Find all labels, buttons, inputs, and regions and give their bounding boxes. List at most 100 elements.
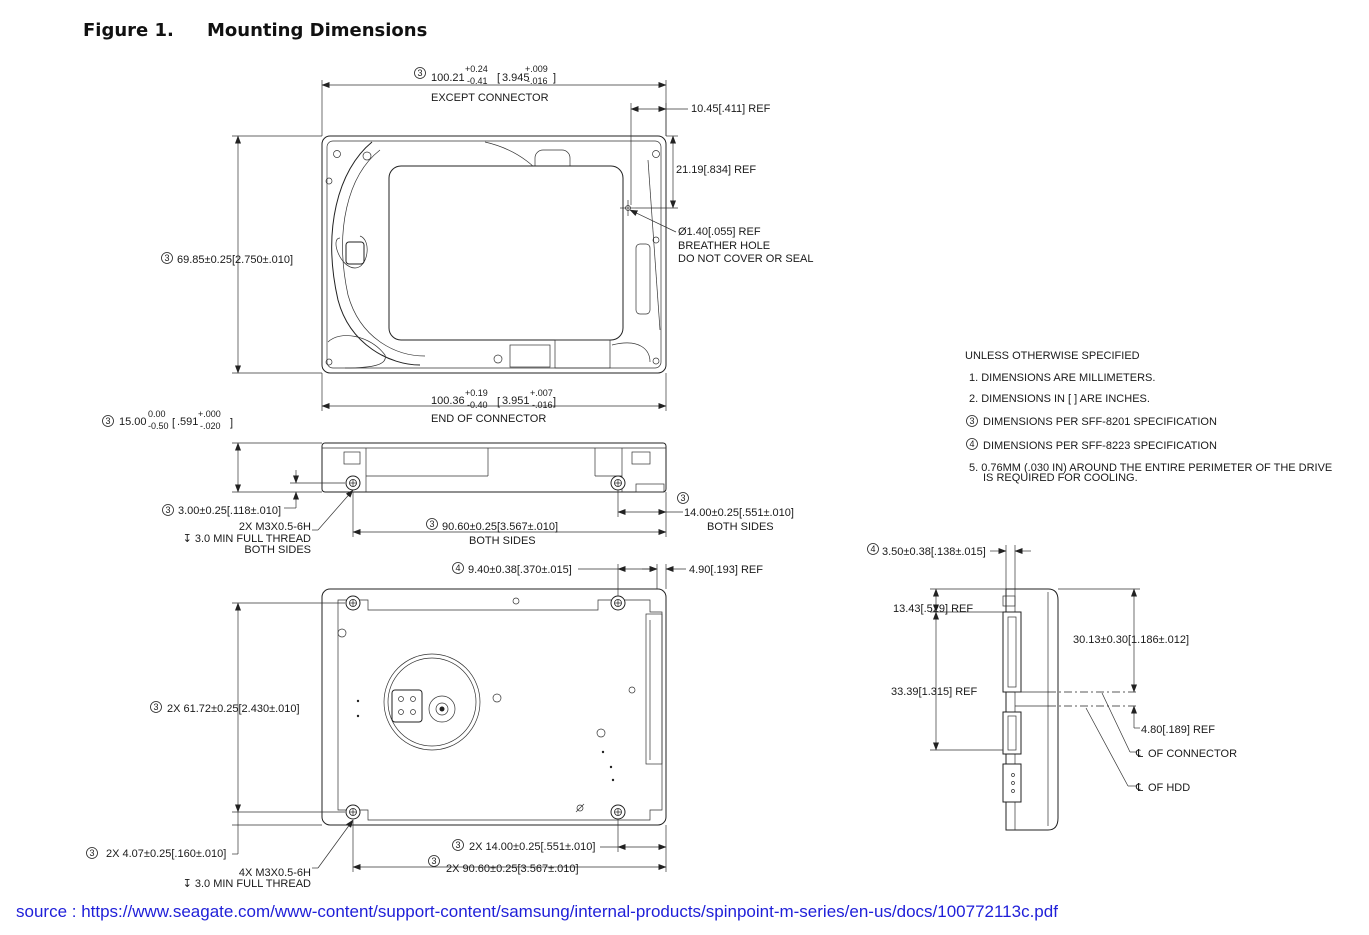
svg-text:BOTH SIDES: BOTH SIDES (469, 535, 536, 547)
top-view-outline (321, 135, 667, 374)
svg-text:3.951: 3.951 (502, 395, 530, 407)
svg-text:[: [ (497, 72, 500, 84)
source-link[interactable]: source : https://www.seagate.com/www-con… (16, 902, 1058, 921)
svg-text:]: ] (553, 72, 556, 84)
figure-number: Figure 1. (83, 20, 174, 41)
svg-text:BOTH SIDES: BOTH SIDES (244, 544, 311, 556)
end-connector-power (1002, 611, 1022, 693)
note-5-cont: IS REQUIRED FOR COOLING. (983, 472, 1138, 484)
end-connector-jumper (1002, 763, 1022, 803)
note-cl-connector: OF CONNECTOR (1148, 748, 1237, 760)
top-label-area (388, 165, 624, 341)
svg-text:0.00: 0.00 (148, 409, 166, 419)
svg-text:↧ 3.0 MIN FULL THREAD: ↧ 3.0 MIN FULL THREAD (183, 878, 311, 890)
end-connector-data (1002, 711, 1022, 755)
svg-text:15.00: 15.00 (119, 416, 147, 428)
svg-text:EXCEPT CONNECTOR: EXCEPT CONNECTOR (431, 92, 549, 104)
svg-text:]: ] (553, 396, 556, 408)
svg-text:2X 4.07±0.25[.160±.010]: 2X 4.07±0.25[.160±.010] (106, 848, 226, 860)
dim-10-45-ref: 10.45[.411] REF (691, 103, 771, 115)
side-screw-hole-left (345, 475, 361, 491)
side-view-outline (321, 442, 667, 493)
svg-text:100.36: 100.36 (431, 395, 465, 407)
svg-text:+.000: +.000 (198, 409, 221, 419)
svg-text:69.85±0.25[2.750±.010]: 69.85±0.25[2.750±.010] (177, 254, 293, 266)
svg-text:-.016: -.016 (527, 76, 548, 86)
dim-69-85-height: 69.85±0.25[2.750±.010] (161, 252, 293, 266)
bottom-view-outline (321, 588, 667, 826)
svg-text:-0.50: -0.50 (148, 421, 169, 431)
note-side-thread: 2X M3X0.5-6H ↧ 3.0 MIN FULL THREAD BOTH … (183, 521, 311, 556)
svg-text:+.007: +.007 (530, 388, 553, 398)
bottom-view: 9.40±0.38[.370±.015] 4.90[.193] REF 2X 6… (86, 562, 763, 890)
centerline-mark-connector: ℄ (1135, 748, 1143, 760)
motor-connector (391, 689, 423, 723)
svg-text:2X 14.00±0.25[.551±.010]: 2X 14.00±0.25[.551±.010] (469, 841, 595, 853)
dim-4-90-ref: 4.90[.193] REF (689, 564, 763, 576)
svg-text:3.945: 3.945 (502, 72, 530, 84)
svg-text:3.50±0.38[.138±.015]: 3.50±0.38[.138±.015] (882, 546, 986, 558)
bottom-screw-hole-tr (610, 595, 626, 611)
spindle-motor-outer (383, 653, 481, 751)
dim-14-00-bottom: 2X 14.00±0.25[.551±.010] (452, 839, 595, 853)
svg-text:100.21: 100.21 (431, 72, 465, 84)
dim-21-19-ref: 21.19[.834] REF (676, 164, 756, 176)
svg-text:-.020: -.020 (200, 421, 221, 431)
svg-text:14.00±0.25[.551±.010]: 14.00±0.25[.551±.010] (684, 507, 794, 519)
svg-text:4X M3X0.5-6H: 4X M3X0.5-6H (239, 867, 311, 879)
dim-14-00-side: 14.00±0.25[.551±.010] BOTH SIDES (677, 492, 794, 533)
centerline-mark-hdd: ℄ (1135, 782, 1143, 794)
dim-61-72: 2X 61.72±0.25[2.430±.010] (150, 701, 300, 715)
general-notes: UNLESS OTHERWISE SPECIFIED 1. DIMENSIONS… (965, 350, 1332, 484)
bottom-screw-hole-tl (345, 595, 361, 611)
note-5: 5. 0.76MM (.030 IN) AROUND THE ENTIRE PE… (969, 462, 1332, 474)
note-1: 1. DIMENSIONS ARE MILLIMETERS. (969, 372, 1155, 384)
top-mount-holes (325, 150, 660, 366)
top-view: 100.21 +0.24 -0.41 [ 3.945 +.009 -.016 ]… (161, 64, 814, 425)
side-view: 15.00 0.00 -0.50 [ .591 +.000 -.020 ] 3.… (102, 409, 794, 556)
dim-thickness: 15.00 0.00 -0.50 [ .591 +.000 -.020 ] (102, 409, 233, 431)
dim-13-43-ref: 13.43[.529] REF (893, 603, 973, 615)
figure-caption: Mounting Dimensions (207, 20, 428, 41)
dim-top-width: 100.21 +0.24 -0.41 [ 3.945 +.009 -.016 ]… (414, 64, 556, 104)
dim-3-50: 3.50±0.38[.138±.015] (867, 543, 986, 558)
note-cl-hdd: OF HDD (1148, 782, 1190, 794)
svg-text:]: ] (230, 417, 233, 429)
svg-text:3.00±0.25[.118±.010]: 3.00±0.25[.118±.010] (178, 505, 281, 517)
svg-text:9.40±0.38[.370±.015]: 9.40±0.38[.370±.015] (468, 564, 572, 576)
dim-4-80-ref: 4.80[.189] REF (1141, 724, 1215, 736)
svg-text:DO NOT COVER OR SEAL: DO NOT COVER OR SEAL (678, 253, 814, 265)
notes-heading: UNLESS OTHERWISE SPECIFIED (965, 350, 1140, 362)
dim-90-60-bottom: 2X 90.60±0.25[3.567±.010] (428, 855, 579, 875)
dim-9-40: 9.40±0.38[.370±.015] (452, 562, 572, 576)
bottom-screw-hole-br (610, 804, 626, 820)
svg-text:-0.40: -0.40 (467, 400, 488, 410)
svg-text:Ø1.40[.055] REF: Ø1.40[.055] REF (678, 226, 761, 238)
dim-30-13: 30.13±0.30[1.186±.012] (1073, 634, 1189, 646)
svg-text:END OF CONNECTOR: END OF CONNECTOR (431, 413, 546, 425)
svg-text:BREATHER HOLE: BREATHER HOLE (678, 240, 770, 252)
svg-text:+0.24: +0.24 (465, 64, 488, 74)
end-view-outline (1005, 588, 1059, 831)
dim-bottom-width: 100.36 +0.19 -0.40 [ 3.951 +.007 -.016 ]… (431, 388, 556, 425)
side-screw-hole-right (610, 475, 626, 491)
svg-text:2X M3X0.5-6H: 2X M3X0.5-6H (239, 521, 311, 533)
svg-text:.591: .591 (177, 416, 198, 428)
svg-text:[: [ (497, 396, 500, 408)
note-bottom-thread: 4X M3X0.5-6H ↧ 3.0 MIN FULL THREAD (183, 867, 311, 890)
svg-text:90.60±0.25[3.567±.010]: 90.60±0.25[3.567±.010] (442, 521, 558, 533)
svg-text:-.016: -.016 (532, 400, 553, 410)
svg-text:2X 61.72±0.25[2.430±.010]: 2X 61.72±0.25[2.430±.010] (167, 703, 300, 715)
dim-3-00: 3.00±0.25[.118±.010] (162, 504, 281, 517)
dim-4-07: 2X 4.07±0.25[.160±.010] (86, 847, 226, 860)
svg-text:2X 90.60±0.25[3.567±.010]: 2X 90.60±0.25[3.567±.010] (446, 863, 579, 875)
svg-text:[: [ (172, 417, 175, 429)
note-2: 2. DIMENSIONS IN [ ] ARE INCHES. (969, 393, 1150, 405)
svg-text:-0.41: -0.41 (467, 76, 488, 86)
end-view: 3.50±0.38[.138±.015] 13.43[.529] REF 33.… (867, 543, 1237, 831)
note-3: DIMENSIONS PER SFF-8201 SPECIFICATION (983, 416, 1217, 428)
dim-90-60-side: 90.60±0.25[3.567±.010] BOTH SIDES (426, 518, 558, 547)
svg-text:BOTH SIDES: BOTH SIDES (707, 521, 774, 533)
bottom-screw-hole-bl (345, 804, 361, 820)
